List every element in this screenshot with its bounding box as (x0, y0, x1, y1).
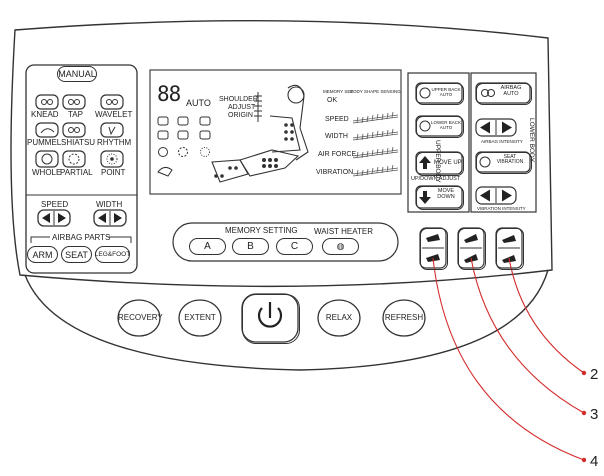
upper-back-auto-label: UPPER BACK AUTO (431, 87, 461, 97)
airbag-intensity-button[interactable] (476, 119, 518, 138)
seat-button[interactable]: SEAT (61, 246, 92, 263)
heater-icon: ◍ (336, 241, 345, 251)
memory-c-button[interactable]: C (276, 238, 313, 255)
pummel-label: PUMMEL (27, 138, 62, 147)
point-label: POINT (101, 168, 126, 177)
display-shoulder: SHOULDER (219, 96, 258, 103)
vibration-intensity-label: VIBRATION INTENSITY (477, 206, 526, 211)
callout-4: 4 (590, 453, 599, 470)
display-memory-set: MEMORY SET (323, 89, 354, 94)
display-origin: ORIGIN (228, 112, 253, 119)
wavelet-label: WAVELET (95, 110, 133, 119)
extent-button[interactable]: EXTENT (184, 313, 216, 322)
display-width: WIDTH (325, 133, 348, 140)
waist-heater-label: WAIST HEATER (314, 227, 373, 236)
tap-label: TAP (68, 110, 83, 119)
waist-heater-button[interactable]: ◍ (322, 238, 359, 255)
display-body-shape: BODY SHAPE SENSING (350, 89, 401, 94)
move-up-button[interactable] (416, 152, 464, 176)
airbag-auto-label: AIRBAG AUTO (500, 85, 522, 97)
whole-label: WHOLE (32, 168, 62, 177)
memory-b-button[interactable]: B (232, 238, 269, 255)
leg-foot-button[interactable]: LEG&FOOT (95, 246, 130, 263)
callout-2: 2 (590, 366, 599, 383)
lower-back-auto-button[interactable] (416, 116, 464, 138)
lower-back-auto-label: LOWER BACK AUTO (431, 120, 462, 130)
refresh-button[interactable]: REFRESH (384, 313, 424, 322)
manual-button[interactable]: MANUAL (57, 66, 97, 82)
move-down-label: MOVE DOWN (437, 188, 455, 200)
lower-body-label: LOWER BODY (528, 118, 535, 163)
callout-3: 3 (590, 406, 599, 423)
preset-button-3[interactable] (458, 228, 486, 270)
upper-back-auto-button[interactable] (416, 83, 464, 105)
display-ok: OK (327, 97, 338, 104)
recovery-button[interactable]: RECOVERY (118, 313, 163, 322)
arm-button[interactable]: ARM (27, 246, 58, 263)
airbag-parts-label: AIRBAG PARTS (52, 233, 111, 242)
preset-button-4[interactable] (420, 228, 448, 270)
power-button[interactable] (242, 294, 300, 344)
memory-setting-label: MEMORY SETTING (223, 226, 300, 235)
display-speed: SPEED (325, 116, 349, 123)
vibration-intensity-button[interactable] (476, 187, 518, 206)
seat-vibration-label: SEAT VIBRATION (496, 154, 524, 165)
seat-vibration-button[interactable] (476, 152, 532, 174)
shiatsu-label: SHIATSU (61, 138, 96, 147)
preset-button-2[interactable] (496, 228, 524, 270)
knead-label: KNEAD (31, 110, 59, 119)
display-digits: 88 (157, 82, 181, 106)
up-down-adjust-label: UP/DOWN ADJUST (411, 176, 461, 182)
display-auto: AUTO (186, 98, 211, 108)
move-up-label: MOVE UP (434, 160, 462, 166)
speed-label: SPEED (41, 200, 69, 209)
memory-a-button[interactable]: A (189, 238, 226, 255)
display-adjust: ADJUST (228, 104, 256, 111)
rhythm-label: RHYTHM (97, 138, 132, 147)
partial-label: PARTIAL (60, 168, 93, 177)
relax-button[interactable]: RELAX (325, 313, 353, 322)
airbag-intensity-label: AIRBAG INTENSITY (481, 139, 523, 144)
display-vibration: VIBRATION (316, 169, 354, 176)
airbag-auto-button[interactable] (476, 83, 532, 105)
width-label: WIDTH (96, 200, 123, 209)
upper-body-label: UPPER BODY (434, 140, 441, 183)
display-air-force: AIR FORCE (318, 151, 357, 158)
move-down-button[interactable] (416, 186, 464, 210)
